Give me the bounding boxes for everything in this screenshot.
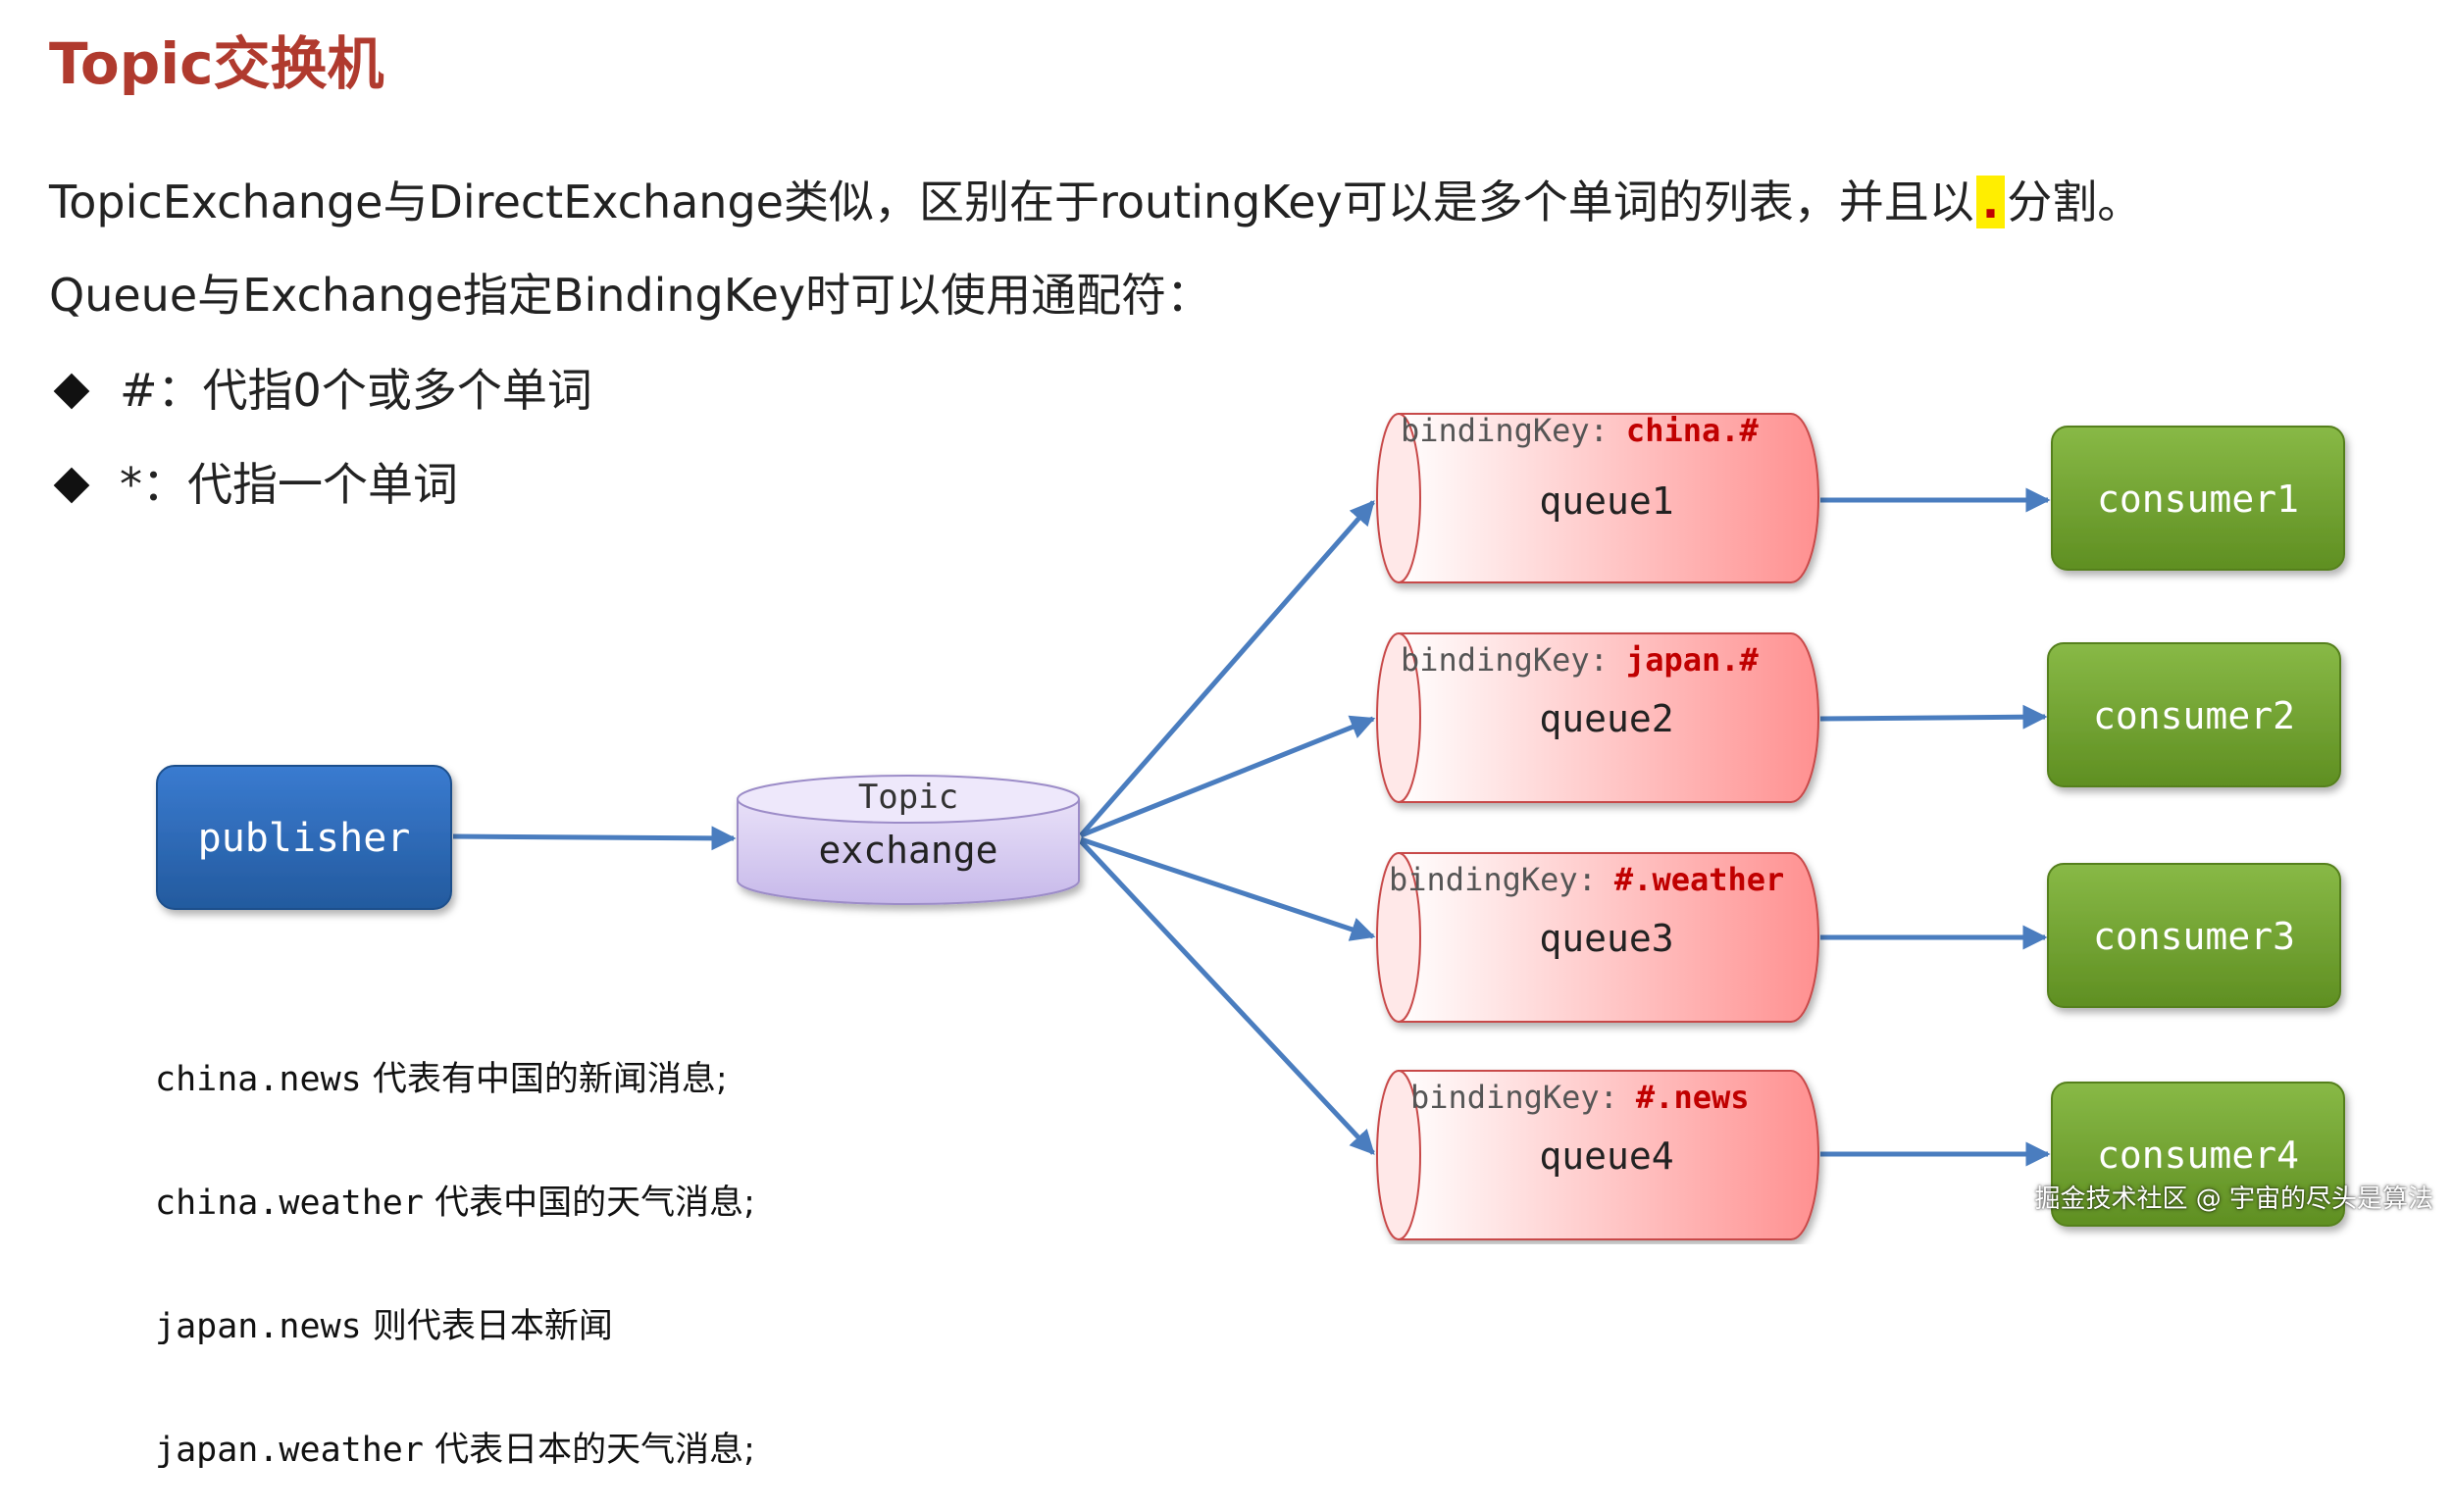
arrow-exchange-queue3 — [1080, 836, 1376, 941]
bullet-hash: #：代指0个或多个单词 — [49, 355, 592, 420]
consumer2-label: consumer2 — [2093, 694, 2295, 737]
example-meaning: 代表中国的天气消息; — [434, 1184, 755, 1223]
exchange-node — [737, 775, 1080, 905]
description-line-2: Queue与Exchange指定BindingKey时可以使用通配符： — [49, 269, 1212, 322]
queue4-label: queue4 — [1539, 1134, 1673, 1178]
exchange-label: exchange — [818, 829, 997, 872]
binding-prefix: bindingKey: — [1401, 641, 1609, 679]
example-key: china.news — [155, 1060, 362, 1099]
example-key: japan.news — [155, 1307, 362, 1346]
bullet-symbol: # — [120, 364, 158, 417]
routing-key-examples: china.news 代表有中国的新闻消息; china.weather 代表中… — [155, 977, 755, 1512]
queue1-label: queue1 — [1539, 479, 1673, 523]
topic-exchange-diagram: publisher Topic exchange bindingKey: chin… — [156, 412, 2345, 1240]
description-text: TopicExchange与DirectExchange类似，区别在于routi… — [49, 176, 1974, 228]
queue4-node — [1376, 1070, 1819, 1240]
consumer4-label: consumer4 — [2097, 1134, 2299, 1177]
consumer1-node — [2051, 426, 2345, 571]
page-title: Topic交换机 — [49, 30, 384, 97]
arrow-exchange-queue4 — [1079, 839, 1375, 1155]
binding-key-value: #.news — [1636, 1079, 1750, 1116]
example-row: japan.news 则代表日本新闻 — [155, 1306, 755, 1347]
arrow-exchange-queue2 — [1080, 715, 1376, 838]
queue1-node — [1376, 413, 1819, 583]
consumer4-node — [2051, 1082, 2345, 1227]
example-meaning: 代表日本的天气消息; — [434, 1431, 755, 1470]
arrow-publisher-exchange — [452, 826, 737, 851]
publisher-node — [156, 765, 452, 910]
binding-prefix: bindingKey: — [1410, 1079, 1618, 1116]
binding-prefix: bindingKey: — [1389, 861, 1597, 898]
exchange-type-label: Topic — [858, 778, 958, 817]
bullet-symbol: * — [120, 458, 142, 511]
binding-key-queue3: bindingKey: #.weather — [1389, 861, 1784, 898]
arrow-exchange-queue1 — [1079, 500, 1375, 837]
example-row: china.weather 代表中国的天气消息; — [155, 1183, 755, 1224]
bullet-star: *：代指一个单词 — [49, 449, 458, 514]
queue3-node — [1376, 852, 1819, 1023]
description-line-1: TopicExchange与DirectExchange类似，区别在于routi… — [49, 167, 2142, 231]
description-text-end: 分割。 — [2007, 176, 2143, 228]
queue3-label: queue3 — [1539, 917, 1673, 960]
watermark: 掘金技术社区 @ 宇宙的尽头是算法 — [2034, 1184, 2433, 1214]
queue2-label: queue2 — [1539, 697, 1673, 740]
binding-key-queue2: bindingKey: japan.# — [1401, 641, 1760, 679]
separator-highlight: . — [1975, 176, 2006, 228]
binding-key-queue4: bindingKey: #.news — [1410, 1079, 1750, 1116]
binding-key-value: china.# — [1626, 412, 1760, 449]
example-key: japan.weather — [155, 1431, 424, 1470]
consumer3-label: consumer3 — [2093, 915, 2295, 958]
arrow-queue2-consumer2 — [1819, 704, 2048, 730]
binding-key-value: #.weather — [1614, 861, 1784, 898]
queue2-node — [1376, 632, 1819, 803]
consumer2-node — [2047, 642, 2341, 787]
example-row: japan.weather 代表日本的天气消息; — [155, 1430, 755, 1471]
consumer3-node — [2047, 863, 2341, 1008]
example-meaning: 代表有中国的新闻消息; — [372, 1060, 728, 1099]
binding-prefix: bindingKey: — [1401, 412, 1609, 449]
publisher-label: publisher — [198, 816, 411, 861]
bullet-text: ：代指一个单词 — [142, 458, 458, 511]
bullet-text: ：代指0个或多个单词 — [157, 364, 592, 417]
example-meaning: 则代表日本新闻 — [372, 1307, 613, 1346]
example-row: china.news 代表有中国的新闻消息; — [155, 1059, 755, 1100]
binding-key-value: japan.# — [1626, 641, 1760, 679]
consumer1-label: consumer1 — [2097, 478, 2299, 521]
binding-key-queue1: bindingKey: china.# — [1401, 412, 1760, 449]
example-key: china.weather — [155, 1184, 424, 1223]
